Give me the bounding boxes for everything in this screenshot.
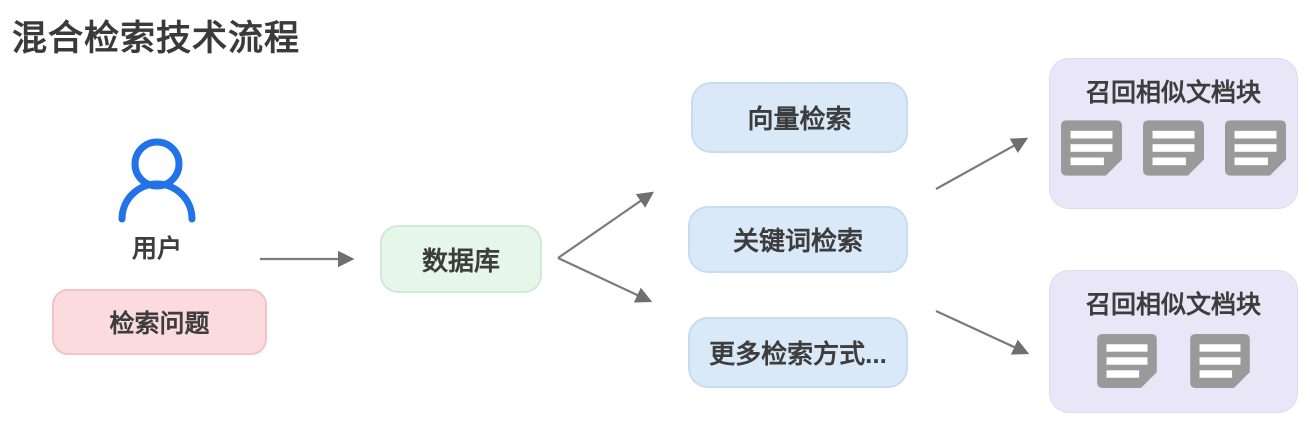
node-result-bottom: 召回相似文档块 xyxy=(1049,270,1298,413)
result-top-title: 召回相似文档块 xyxy=(1085,79,1261,107)
document-icon xyxy=(1143,120,1204,176)
document-icon xyxy=(1190,334,1250,388)
edge-database-to-vector xyxy=(557,191,655,259)
result-bottom-documents xyxy=(1095,334,1252,388)
node-method-keyword-search: 关键词检索 xyxy=(688,206,908,273)
document-icon xyxy=(1097,334,1157,388)
node-method-more: 更多检索方式... xyxy=(688,317,908,388)
result-bottom-title: 召回相似文档块 xyxy=(1085,291,1261,319)
user-node: 用户 xyxy=(107,129,207,265)
edge-database-to-more xyxy=(557,257,653,303)
user-label: 用户 xyxy=(131,235,182,263)
edge-methods-to-recall-bottom xyxy=(935,310,1030,355)
user-icon xyxy=(118,138,196,223)
edge-methods-to-recall-top xyxy=(935,137,1029,190)
node-database: 数据库 xyxy=(380,225,542,293)
node-query: 检索问题 xyxy=(52,289,267,355)
node-method-vector-search: 向量检索 xyxy=(691,82,908,153)
document-icon xyxy=(1225,120,1286,176)
diagram-title: 混合检索技术流程 xyxy=(12,19,301,58)
document-icon xyxy=(1061,120,1122,176)
result-top-documents xyxy=(1061,120,1286,176)
node-result-top: 召回相似文档块 xyxy=(1049,58,1298,209)
